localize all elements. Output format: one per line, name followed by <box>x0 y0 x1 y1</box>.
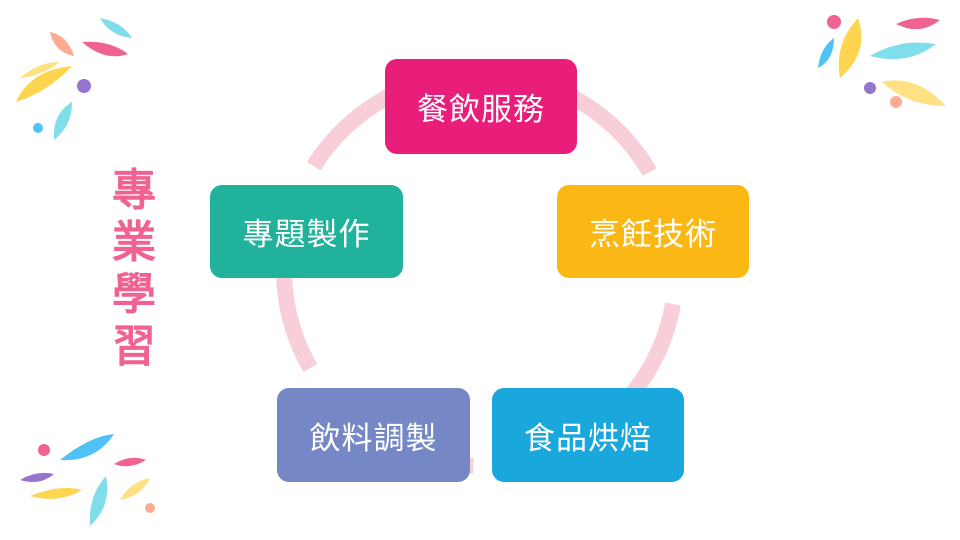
splash-decoration-bottom-left <box>20 434 155 526</box>
title-char-3: 學 <box>112 269 156 320</box>
splash-decoration-top-left <box>16 18 132 140</box>
title-char-1: 專 <box>112 165 156 216</box>
node-special-project: 專題製作 <box>210 185 403 278</box>
vertical-title: 專 業 學 習 <box>104 165 164 373</box>
node-food-baking: 食品烘焙 <box>492 388 684 482</box>
node-cooking-technique: 烹飪技術 <box>557 185 749 278</box>
node-beverage-preparation: 飲料調製 <box>277 388 470 482</box>
title-char-4: 習 <box>112 321 156 372</box>
node-food-service: 餐飲服務 <box>385 59 577 154</box>
splash-decoration-top-right <box>818 15 946 108</box>
title-char-2: 業 <box>112 217 156 268</box>
